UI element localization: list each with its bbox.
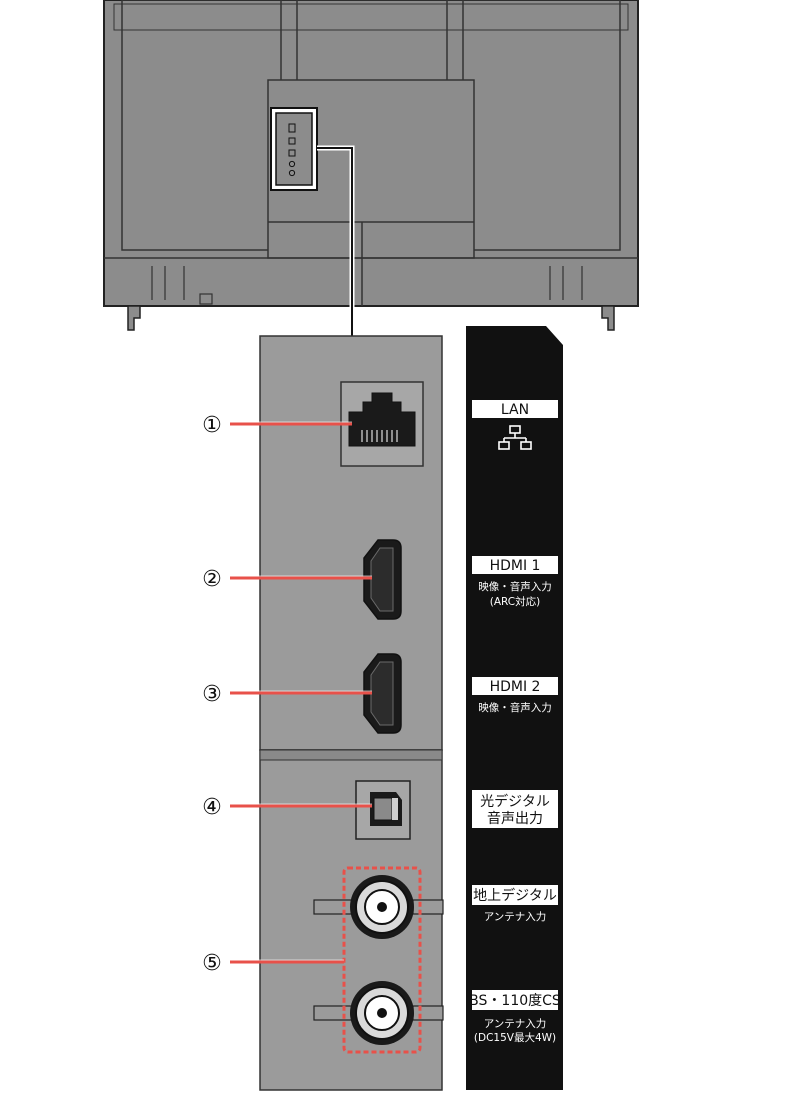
- callout-3: ③: [202, 682, 222, 707]
- label-strip: LAN HDMI 1 映像・音声入力 (ARC対応) HDMI 2 映像・音声入…: [466, 326, 563, 1090]
- terminal-panel: [259, 335, 444, 1091]
- tv-foot-left: [127, 305, 141, 331]
- lan-port: [340, 381, 424, 467]
- hdmi1-port: [363, 539, 402, 620]
- callout-5: ⑤: [202, 951, 222, 976]
- callout-4: ④: [202, 795, 222, 820]
- label-bscs-sub2: (DC15V最大4W): [474, 1031, 556, 1044]
- callout-1: ①: [202, 413, 222, 438]
- label-hdmi1-sub2: (ARC対応): [490, 595, 540, 608]
- label-hdmi2-title: HDMI 2: [490, 679, 541, 695]
- label-optical-title1: 光デジタル: [480, 793, 550, 810]
- optical-port: [355, 780, 411, 840]
- hdmi2-port: [363, 653, 402, 734]
- terminal-panel-lower: [259, 749, 443, 1091]
- callout-2: ②: [202, 567, 222, 592]
- callout-line-outlines: [230, 421, 372, 961]
- label-hdmi2-sub1: 映像・音声入力: [478, 701, 552, 714]
- label-bscs-sub1: アンテナ入力: [484, 1017, 547, 1030]
- callout-numbers: ① ② ③ ④ ⑤: [202, 413, 222, 976]
- label-lan-title: LAN: [501, 402, 529, 418]
- lan-network-icon: [498, 425, 532, 450]
- tv-back: [103, 0, 639, 337]
- label-terrestrial-sub1: アンテナ入力: [484, 910, 547, 923]
- callout-lines: [230, 422, 372, 964]
- label-terrestrial-title: 地上デジタル: [473, 887, 557, 904]
- label-optical-title2: 音声出力: [487, 810, 543, 827]
- tv-foot-right: [601, 305, 615, 331]
- label-hdmi1-title: HDMI 1: [490, 558, 541, 574]
- bscs-antenna-port: [313, 981, 444, 1045]
- label-hdmi1-sub1: 映像・音声入力: [478, 580, 552, 593]
- label-bscs-title: BS・110度CS: [469, 993, 561, 1009]
- tv-back-panel-top: [113, 3, 629, 31]
